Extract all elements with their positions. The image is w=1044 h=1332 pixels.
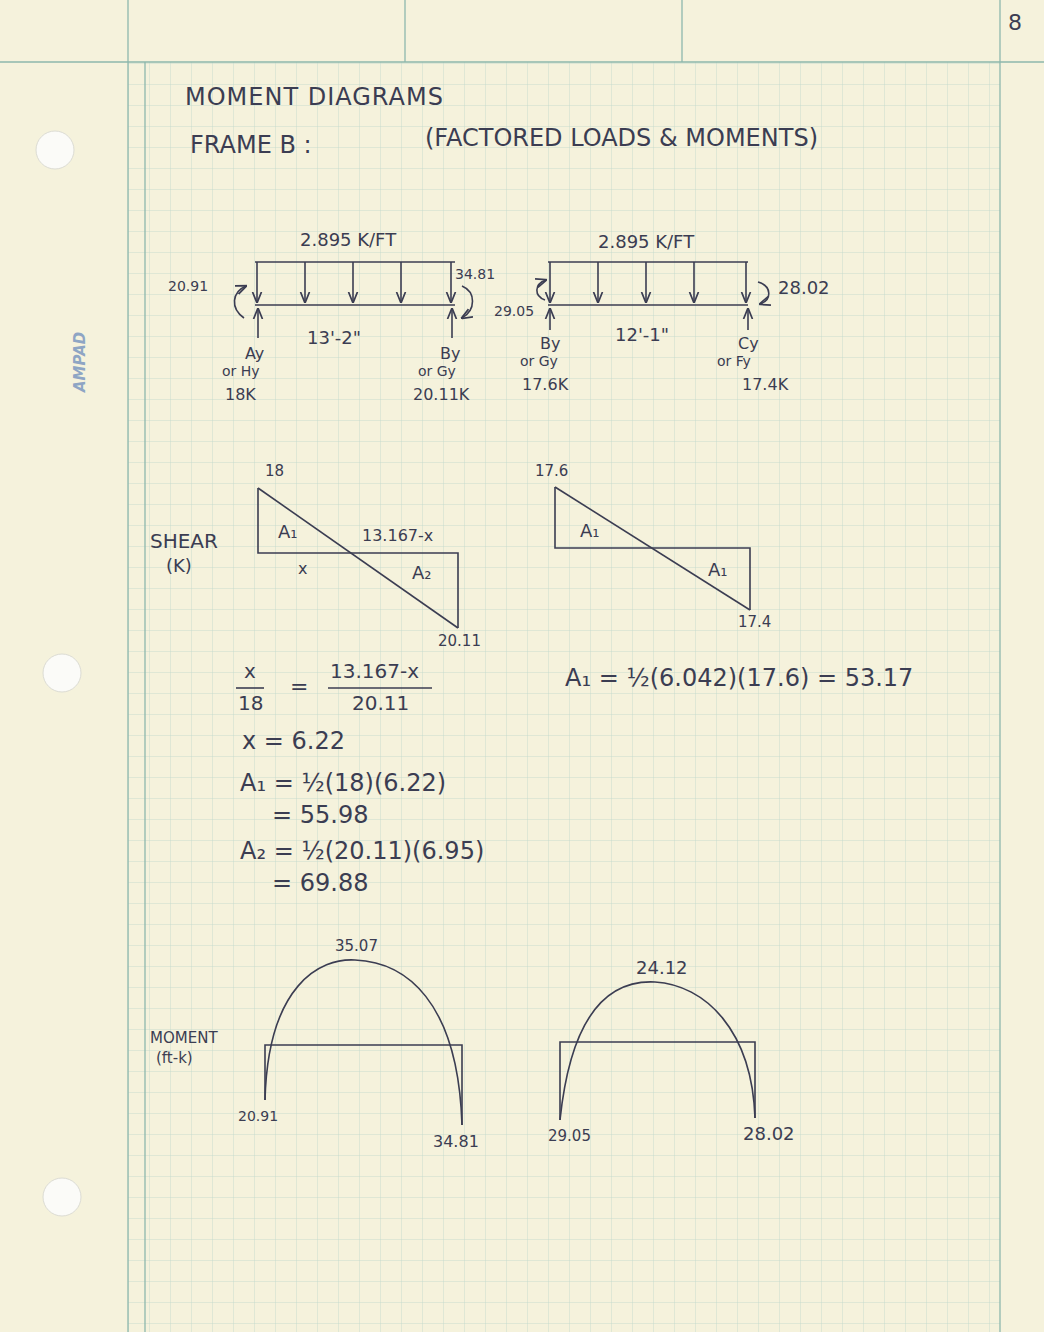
- punch-holes: [36, 131, 81, 1216]
- handwritten-note: (FACTORED LOADS & MOMENTS): [425, 125, 818, 153]
- handwritten-note: 2.895 K/FT: [300, 230, 396, 251]
- handwritten-note: 34.81: [433, 1133, 479, 1151]
- handwritten-note: 12'-1": [615, 325, 669, 346]
- handwritten-note: or Gy: [418, 363, 456, 379]
- handwritten-note: 20.91: [238, 1108, 278, 1124]
- handwritten-note: 20.11K: [413, 386, 469, 404]
- page-title: MOMENT DIAGRAMS: [185, 84, 444, 112]
- handwritten-note: 20.91: [168, 278, 208, 294]
- handwritten-note: A₁: [278, 522, 298, 543]
- handwritten-note: 13.167-x: [330, 660, 419, 683]
- handwritten-note: By: [440, 345, 460, 363]
- handwritten-note: 18K: [225, 386, 256, 404]
- handwritten-note: 34.81: [455, 266, 495, 282]
- handwritten-note: 28.02: [743, 1124, 795, 1145]
- handwritten-note: FRAME B :: [190, 132, 312, 160]
- handwritten-note: A₂: [412, 563, 432, 584]
- handwritten-note: 17.4K: [742, 376, 788, 394]
- beam-sketches: [234, 262, 768, 338]
- handwritten-note: By: [540, 335, 560, 353]
- handwritten-note: 2.895 K/FT: [598, 232, 694, 253]
- handwritten-note: 18: [265, 463, 284, 480]
- handwritten-note: A₁: [580, 521, 600, 542]
- handwritten-note: 29.05: [494, 303, 534, 319]
- handwritten-note: SHEAR: [150, 530, 218, 553]
- handwritten-note: 17.4: [738, 614, 771, 631]
- handwritten-note: 18: [238, 692, 263, 715]
- handwritten-note: A₁ = ½(18)(6.22): [240, 770, 446, 798]
- handwritten-note: 17.6K: [522, 376, 568, 394]
- handwritten-note: 20.11: [438, 633, 481, 650]
- handwritten-note: 35.07: [335, 938, 378, 955]
- handwritten-note: = 69.88: [272, 870, 368, 898]
- handwritten-note: =: [290, 674, 308, 699]
- handwritten-note: or Fy: [717, 353, 751, 369]
- handwritten-note: x = 6.22: [242, 728, 345, 756]
- handwritten-note: Ay: [245, 345, 264, 363]
- fraction-bars: [236, 687, 432, 689]
- handwritten-note: x: [298, 560, 307, 578]
- handwritten-note: 29.05: [548, 1128, 591, 1145]
- handwritten-note: or Gy: [520, 353, 558, 369]
- shear-diagrams: [258, 487, 750, 628]
- handwritten-note: 28.02: [778, 278, 830, 299]
- grid: [128, 62, 1000, 1332]
- handwritten-note: (ft-k): [156, 1050, 193, 1067]
- handwritten-note: 8: [1008, 10, 1022, 35]
- handwritten-note: 20.11: [352, 692, 409, 715]
- handwritten-note: A₁: [708, 560, 728, 581]
- handwritten-note: 24.12: [636, 958, 688, 979]
- handwritten-note: MOMENT: [150, 1030, 218, 1047]
- handwritten-note: x: [244, 660, 256, 683]
- handwritten-note: 13'-2": [307, 328, 361, 349]
- handwritten-note: 13.167-x: [362, 527, 433, 545]
- handwritten-note: or Hy: [222, 363, 260, 379]
- moment-diagrams: [265, 960, 755, 1125]
- handwritten-note: 17.6: [535, 463, 568, 480]
- handwritten-note: A₂ = ½(20.11)(6.95): [240, 838, 484, 866]
- handwritten-note: Cy: [738, 335, 759, 353]
- handwritten-note: (K): [166, 556, 192, 577]
- handwritten-note: = 55.98: [272, 802, 368, 830]
- handwritten-note: A₁ = ½(6.042)(17.6) = 53.17: [565, 665, 913, 693]
- watermark: AMPAD: [72, 332, 89, 392]
